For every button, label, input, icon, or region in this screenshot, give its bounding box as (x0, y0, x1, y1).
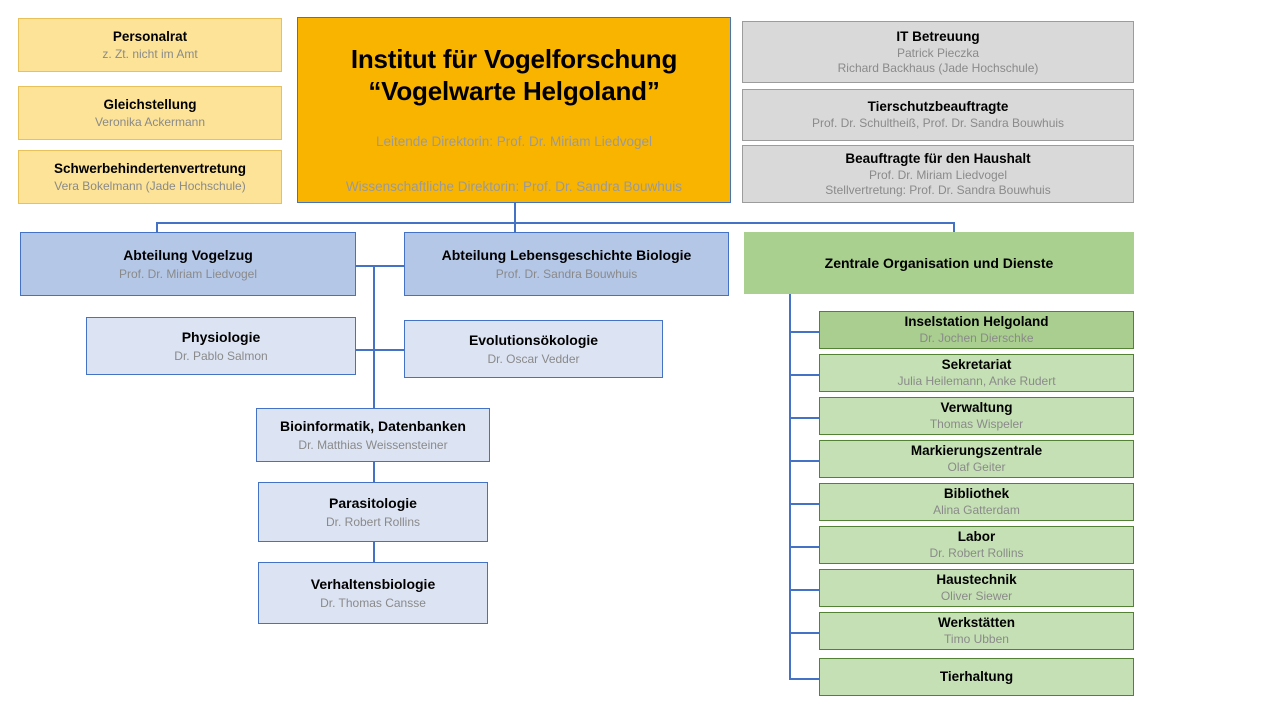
service-title: Tierhaltung (939, 669, 1014, 685)
group-title: Parasitologie (329, 495, 417, 512)
department-title: Abteilung Lebensgeschichte Biologie (441, 247, 692, 264)
committee-box-schwerbehindertenvertretung[interactable]: Schwerbehindertenvertretung Vera Bokelma… (18, 150, 282, 204)
department-box-vogelzug[interactable]: Abteilung Vogelzug Prof. Dr. Miriam Lied… (20, 232, 356, 296)
institute-director-line2: Wissenschaftliche Direktorin: Prof. Dr. … (345, 178, 683, 194)
institute-director-line1: Leitende Direktorin: Prof. Dr. Miriam Li… (375, 134, 653, 150)
service-title: Werkstätten (937, 615, 1016, 631)
service-box-sekretariat[interactable]: Sekretariat Julia Heilemann, Anke Rudert (819, 354, 1134, 392)
institute-title-line1: Institut für Vogelforschung (350, 44, 678, 74)
committee-title: Personalrat (112, 28, 188, 44)
staff-subtitle-2: Richard Backhaus (Jade Hochschule) (837, 60, 1039, 75)
group-title: Physiologie (181, 329, 261, 346)
staff-subtitle-2: Stellvertretung: Prof. Dr. Sandra Bouwhu… (825, 182, 1051, 197)
service-subtitle: Dr. Jochen Dierschke (919, 331, 1034, 346)
group-title: Evolutionsökologie (468, 332, 599, 349)
connector-stub-service-3 (789, 417, 821, 419)
connector-stub-service-2 (789, 374, 821, 376)
service-box-haustechnik[interactable]: Haustechnik Oliver Siewer (819, 569, 1134, 607)
service-box-inselstation-helgoland[interactable]: Inselstation Helgoland Dr. Jochen Diersc… (819, 311, 1134, 349)
connector-bioinfo-parasito (373, 462, 375, 482)
service-subtitle: Thomas Wispeler (929, 417, 1024, 432)
service-subtitle: Timo Ubben (944, 632, 1009, 647)
service-box-werkstaetten[interactable]: Werkstätten Timo Ubben (819, 612, 1134, 650)
connector-stub-service-8 (789, 632, 821, 634)
staff-title: Tierschutzbeauftragte (867, 99, 1009, 115)
service-box-labor[interactable]: Labor Dr. Robert Rollins (819, 526, 1134, 564)
department-subtitle: Prof. Dr. Miriam Liedvogel (118, 266, 258, 281)
service-title: Markierungszentrale (910, 443, 1043, 459)
connector-parasito-verhalten (373, 542, 375, 562)
service-subtitle: Dr. Robert Rollins (929, 546, 1024, 561)
group-box-parasitologie[interactable]: Parasitologie Dr. Robert Rollins (258, 482, 488, 542)
staff-box-tierschutzbeauftragte[interactable]: Tierschutzbeauftragte Prof. Dr. Schulthe… (742, 89, 1134, 141)
department-title: Abteilung Vogelzug (123, 247, 253, 264)
connector-header-stem (514, 203, 516, 223)
service-box-tierhaltung[interactable]: Tierhaltung (819, 658, 1134, 696)
staff-box-beauftragte-haushalt[interactable]: Beauftragte für den Haushalt Prof. Dr. M… (742, 145, 1134, 203)
connector-stub-service-9 (789, 678, 821, 680)
connector-drop-zentrale (953, 222, 955, 233)
connector-main-bus (156, 222, 954, 224)
group-box-bioinformatik-datenbanken[interactable]: Bioinformatik, Datenbanken Dr. Matthias … (256, 408, 490, 462)
staff-title: Beauftragte für den Haushalt (845, 150, 1031, 166)
department-subtitle: Prof. Dr. Sandra Bouwhuis (495, 266, 638, 281)
service-title: Verwaltung (940, 400, 1013, 416)
group-box-verhaltensbiologie[interactable]: Verhaltensbiologie Dr. Thomas Cansse (258, 562, 488, 624)
service-subtitle: Olaf Geiter (947, 460, 1006, 475)
group-box-physiologie[interactable]: Physiologie Dr. Pablo Salmon (86, 317, 356, 375)
connector-stub-evolution (373, 349, 404, 351)
group-subtitle: Dr. Thomas Cansse (320, 595, 426, 610)
connector-stub-service-7 (789, 589, 821, 591)
committee-title: Gleichstellung (103, 96, 197, 112)
service-box-markierungszentrale[interactable]: Markierungszentrale Olaf Geiter (819, 440, 1134, 478)
committee-subtitle: Vera Bokelmann (Jade Hochschule) (54, 178, 246, 193)
connector-stub-physiologie (356, 349, 375, 351)
staff-title: IT Betreuung (896, 28, 980, 44)
connector-dept-link (356, 265, 404, 267)
services-header-title: Zentrale Organisation und Dienste (824, 254, 1054, 271)
service-box-verwaltung[interactable]: Verwaltung Thomas Wispeler (819, 397, 1134, 435)
service-subtitle: Oliver Siewer (940, 589, 1013, 604)
group-subtitle: Dr. Matthias Weissensteiner (298, 437, 448, 452)
service-title: Sekretariat (941, 357, 1012, 373)
services-header-box[interactable]: Zentrale Organisation und Dienste (744, 232, 1134, 294)
group-subtitle: Dr. Oscar Vedder (487, 351, 580, 366)
service-title: Labor (957, 529, 996, 545)
group-subtitle: Dr. Robert Rollins (325, 514, 421, 529)
committee-box-personalrat[interactable]: Personalrat z. Zt. nicht im Amt (18, 18, 282, 72)
group-title: Bioinformatik, Datenbanken (280, 418, 466, 435)
staff-subtitle-1: Prof. Dr. Schultheiß, Prof. Dr. Sandra B… (811, 116, 1065, 131)
service-box-bibliothek[interactable]: Bibliothek Alina Gatterdam (819, 483, 1134, 521)
connector-left-trunk (373, 265, 375, 408)
connector-drop-lebensgeschichte (514, 222, 516, 233)
service-title: Bibliothek (943, 486, 1010, 502)
service-title: Inselstation Helgoland (904, 314, 1049, 330)
committee-box-gleichstellung[interactable]: Gleichstellung Veronika Ackermann (18, 86, 282, 140)
staff-subtitle-1: Patrick Pieczka (896, 45, 980, 60)
committee-subtitle: Veronika Ackermann (94, 114, 206, 129)
group-box-evolutionsoekologie[interactable]: Evolutionsökologie Dr. Oscar Vedder (404, 320, 663, 378)
institute-header-box[interactable]: Institut für Vogelforschung “Vogelwarte … (297, 17, 731, 203)
service-subtitle: Julia Heilemann, Anke Rudert (897, 374, 1056, 389)
connector-stub-service-5 (789, 503, 821, 505)
department-box-lebensgeschichte-biologie[interactable]: Abteilung Lebensgeschichte Biologie Prof… (404, 232, 729, 296)
connector-stub-service-1 (789, 331, 821, 333)
staff-box-it-betreuung[interactable]: IT Betreuung Patrick Pieczka Richard Bac… (742, 21, 1134, 83)
committee-subtitle: z. Zt. nicht im Amt (102, 46, 198, 61)
staff-subtitle-1: Prof. Dr. Miriam Liedvogel (868, 167, 1008, 182)
connector-drop-vogelzug (156, 222, 158, 233)
group-subtitle: Dr. Pablo Salmon (174, 348, 268, 363)
committee-title: Schwerbehindertenvertretung (53, 160, 247, 176)
service-title: Haustechnik (936, 572, 1017, 588)
connector-stub-service-4 (789, 460, 821, 462)
service-subtitle: Alina Gatterdam (933, 503, 1020, 518)
connector-services-spine (789, 294, 791, 680)
connector-stub-service-6 (789, 546, 821, 548)
institute-title-line2: “Vogelwarte Helgoland” (368, 75, 660, 106)
group-title: Verhaltensbiologie (310, 576, 436, 593)
